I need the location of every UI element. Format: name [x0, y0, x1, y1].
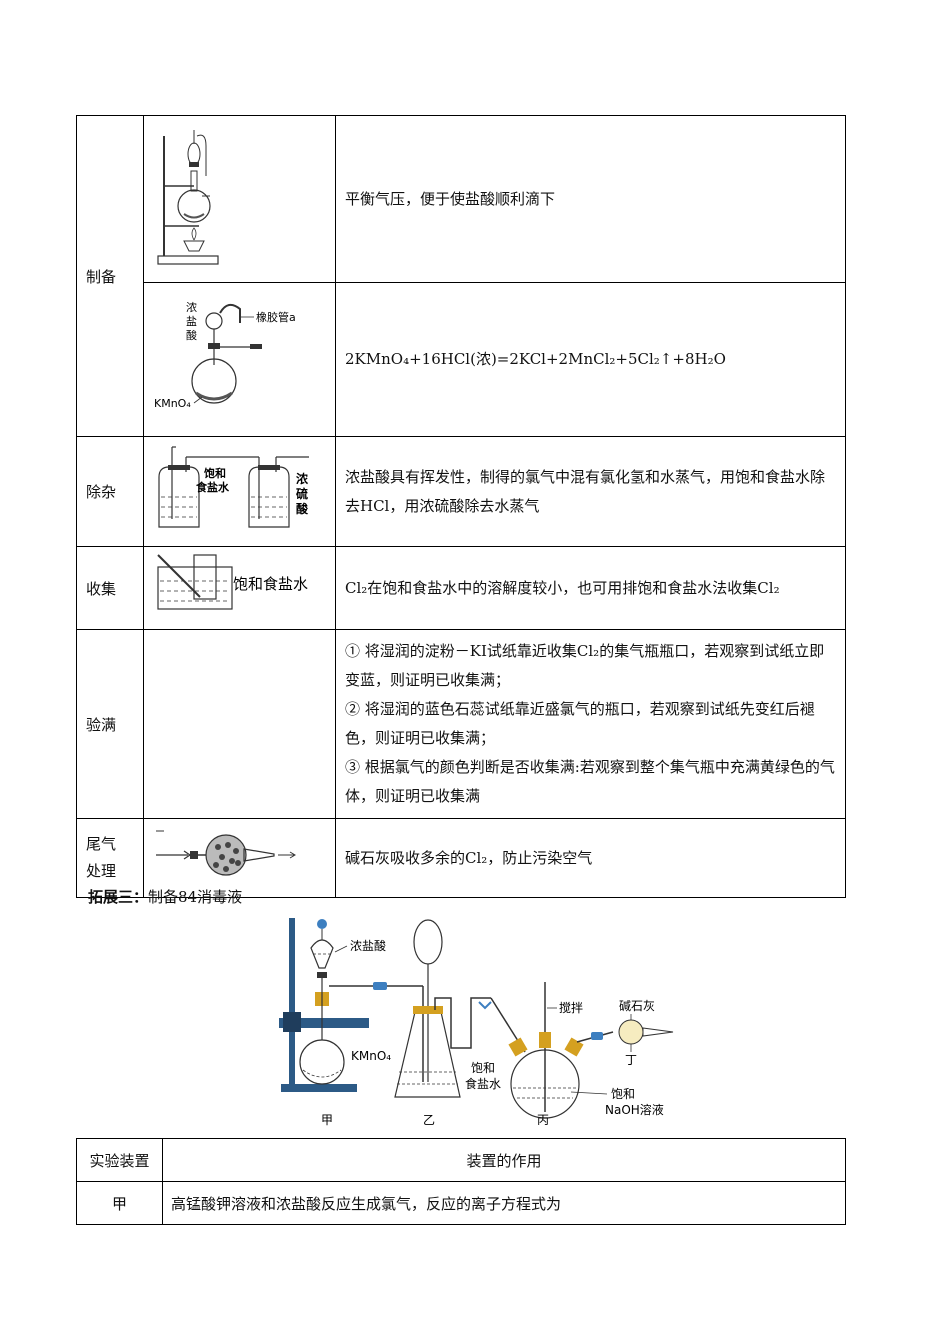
label-conc-h2so4-3: 酸	[296, 501, 309, 516]
category-collection: 收集	[76, 546, 144, 630]
label-conc-h2so4-2: 硫	[296, 486, 308, 501]
label-conc-hcl-3: 酸	[186, 328, 197, 342]
prep-apparatus-1-image	[143, 115, 336, 283]
label-sat-nacl-app-2: 食盐水	[465, 1076, 501, 1091]
label-kmno4-app: KMnO₄	[351, 1049, 391, 1063]
device-function-table: 实验装置 装置的作用 甲 高锰酸钾溶液和浓盐酸反应生成氯气，反应的离子方程式为	[76, 1138, 846, 1225]
label-sat-nacl-2: 食盐水	[196, 480, 230, 494]
label-rubber-tube: 橡胶管a	[256, 310, 296, 324]
prep-apparatus-2-image: 浓 盐 酸 橡胶管a KMnO₄	[143, 282, 336, 437]
full-check-item-2: ② 将湿润的蓝色石蕊试纸靠近盛氯气的瓶口，若观察到试纸先变红后褪色，则证明已收集…	[345, 700, 815, 747]
purification-desc: 浓盐酸具有挥发性，制得的氯气中混有氯化氢和水蒸气，用饱和食盐水除去HCl，用浓硫…	[335, 436, 846, 547]
label-sat-nacl-app-1: 饱和	[471, 1060, 495, 1075]
label-conc-h2so4-1: 浓	[296, 471, 309, 486]
category-preparation: 制备	[76, 115, 144, 437]
label-sat-nacl-1: 饱和	[204, 466, 226, 480]
header-function: 装置的作用	[162, 1138, 846, 1182]
label-yi: 乙	[423, 1113, 435, 1127]
label-conc-hcl-1: 浓	[186, 301, 197, 314]
purification-apparatus-image: 饱和 食盐水 浓 硫 酸	[143, 436, 336, 547]
label-naoh-1: 饱和	[611, 1086, 635, 1101]
label-naoh-2: NaOH溶液	[605, 1102, 664, 1117]
label-stir: 搅拌	[559, 1000, 583, 1015]
label-conc-hcl-2: 盐	[186, 315, 197, 328]
full-check-item-1: ① 将湿润的淀粉－KI试纸靠近收集Cl₂的集气瓶瓶口，若观察到试纸立即变蓝，则证…	[345, 642, 825, 689]
cl2-method-table: 制备 平衡气压，便于使盐酸顺利滴下 浓	[76, 115, 846, 898]
label-ding: 丁	[625, 1053, 637, 1067]
label-sat-nacl-collect: 饱和食盐水	[233, 575, 308, 593]
prep-desc-pressure: 平衡气压，便于使盐酸顺利滴下	[335, 115, 846, 283]
extension-heading: 拓展三：制备84消毒液	[88, 886, 242, 907]
collection-desc: Cl₂在饱和食盐水中的溶解度较小，也可用排饱和食盐水法收集Cl₂	[335, 546, 846, 630]
row-device-jia: 甲	[76, 1181, 163, 1225]
category-full-check: 验满	[76, 629, 144, 819]
label-conc-hcl: 浓盐酸	[350, 938, 386, 953]
label-jia: 甲	[321, 1113, 333, 1127]
full-check-image-cell	[143, 629, 336, 819]
tail-gas-apparatus-image	[143, 818, 336, 898]
full-check-desc: ① 将湿润的淀粉－KI试纸靠近收集Cl₂的集气瓶瓶口，若观察到试纸立即变蓝，则证…	[335, 629, 846, 819]
row-function-jia: 高锰酸钾溶液和浓盐酸反应生成氯气，反应的离子方程式为	[162, 1181, 846, 1225]
collection-apparatus-image: 饱和食盐水	[143, 546, 336, 630]
extension-title: 制备84消毒液	[148, 888, 243, 906]
header-device: 实验装置	[76, 1138, 163, 1182]
full-check-item-3: ③ 根据氯气的颜色判断是否收集满:若观察到整个集气瓶中充满黄绿色的气体，则证明已…	[345, 758, 835, 805]
category-purification: 除杂	[76, 436, 144, 547]
extension-label: 拓展三：	[88, 888, 149, 906]
category-tail-gas: 尾气 处理	[76, 818, 144, 898]
tail-gas-desc: 碱石灰吸收多余的Cl₂，防止污染空气	[335, 818, 846, 898]
label-soda-lime: 碱石灰	[619, 999, 655, 1013]
label-kmno4: KMnO₄	[154, 397, 191, 410]
bleach-prep-apparatus-diagram: 浓盐酸 KMnO₄ 饱和 食盐水 搅拌 饱和 NaOH溶液 碱石灰 丁 甲 乙 …	[279, 918, 674, 1127]
prep-desc-equation: 2KMnO₄+16HCl(浓)=2KCl+2MnCl₂+5Cl₂↑+8H₂O	[335, 282, 846, 437]
label-bing: 丙	[537, 1113, 549, 1127]
